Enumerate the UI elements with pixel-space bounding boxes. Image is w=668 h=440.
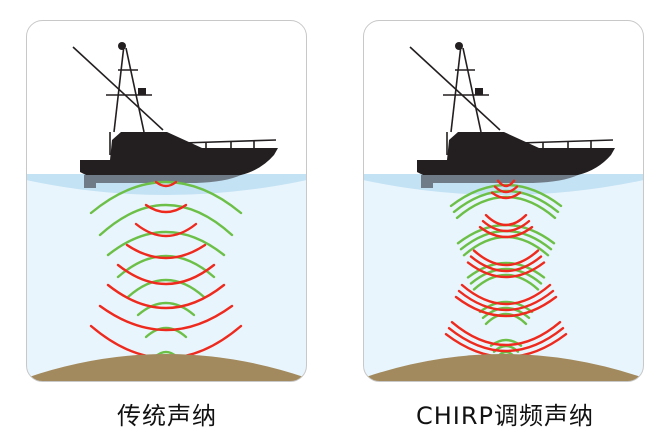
- narrow-beam-arc: [493, 185, 519, 194]
- wide-beam-arc: [469, 267, 543, 285]
- wide-beam-arc: [106, 230, 226, 257]
- chirp-sonar-caption: CHIRP调频声纳: [415, 402, 595, 430]
- narrow-beam-arc: [454, 295, 558, 318]
- narrow-beam-arc: [460, 283, 552, 306]
- narrow-beam-arc: [447, 327, 565, 353]
- wide-beam-arc: [136, 301, 196, 317]
- narrow-beam-arc: [116, 263, 216, 286]
- narrow-beam-arc: [478, 225, 534, 239]
- narrow-beam-arc: [466, 261, 546, 279]
- wide-beam-arc: [481, 306, 531, 320]
- seabed: [26, 354, 307, 382]
- narrow-beam-arc: [457, 289, 555, 312]
- narrow-beam-arc: [472, 249, 540, 267]
- narrow-beam-arc: [496, 179, 516, 188]
- narrow-beam-arc: [106, 283, 226, 310]
- chirp-sonar-panel: [363, 20, 644, 382]
- narrow-beam-arc: [125, 243, 207, 260]
- sonar-illustration: [363, 20, 644, 382]
- narrow-beam-arc: [469, 255, 543, 273]
- narrow-beam-arc: [134, 222, 198, 238]
- wide-beam-arc: [116, 254, 216, 279]
- wide-beam-arc: [478, 300, 534, 314]
- sonar-illustration: [26, 20, 307, 382]
- traditional-sonar-caption: 传统声纳: [117, 402, 217, 430]
- narrow-beam-arc: [481, 219, 531, 233]
- narrow-beam-arc: [490, 191, 522, 200]
- wide-beam-arc: [472, 273, 540, 291]
- boat-silhouette: [72, 42, 278, 188]
- narrow-beam-arc: [154, 180, 178, 188]
- wide-beam-arc: [126, 278, 206, 299]
- wide-beam-arc: [466, 261, 546, 279]
- water: [26, 174, 307, 382]
- wide-beam-arc: [144, 326, 188, 339]
- narrow-beam-arc: [484, 213, 528, 227]
- narrow-beam-arc: [98, 304, 234, 332]
- wide-beam-arc: [484, 312, 528, 326]
- traditional-sonar-panel: [26, 20, 307, 382]
- wide-beam-arc: [98, 203, 234, 237]
- narrow-beam-arc: [450, 321, 562, 347]
- wide-beam-arc: [89, 180, 243, 215]
- seabed: [363, 354, 644, 382]
- narrow-beam-arc: [144, 203, 188, 214]
